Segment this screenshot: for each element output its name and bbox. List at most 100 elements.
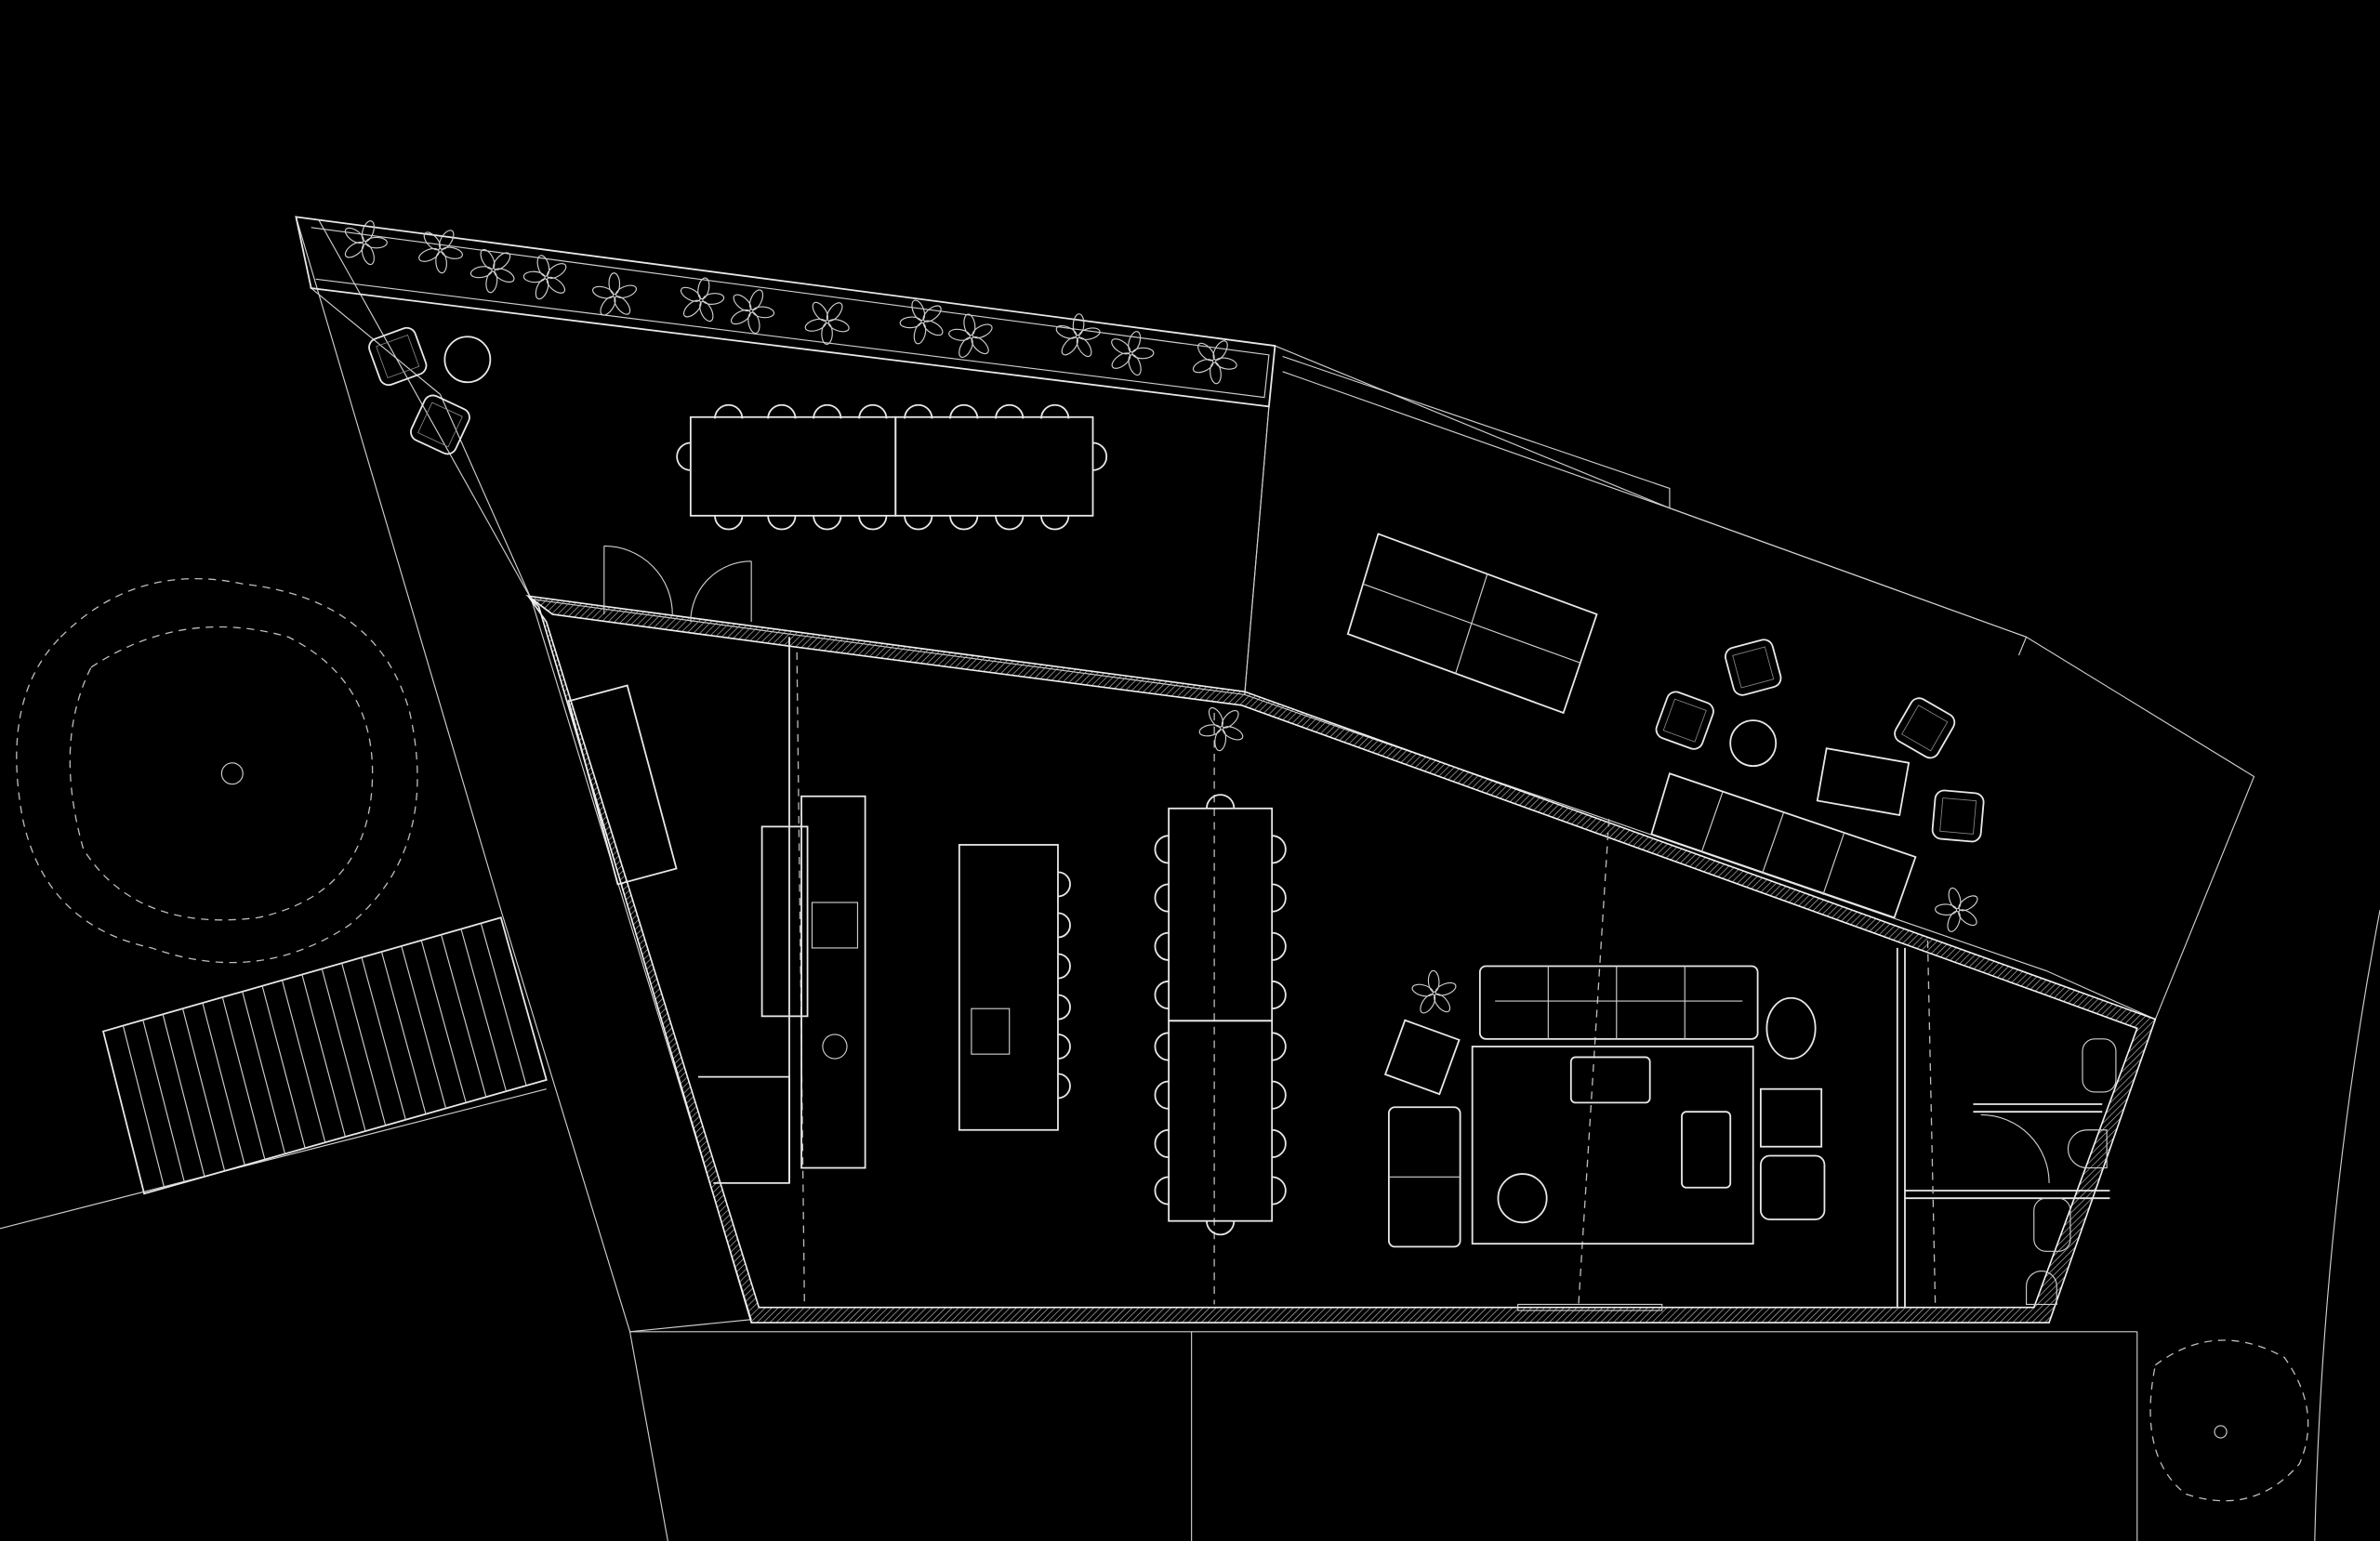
plant-leaf xyxy=(682,299,702,318)
island-stool xyxy=(1057,953,1071,980)
plant-icon xyxy=(1411,969,1457,1014)
chair-weave xyxy=(376,334,420,379)
plant-leaf xyxy=(697,277,710,300)
plant-leaf xyxy=(804,318,826,332)
stair-tread xyxy=(182,1008,226,1171)
plant-leaf xyxy=(1078,327,1101,340)
outdoor-table-1 xyxy=(689,415,897,517)
outdoor-chair xyxy=(1040,403,1070,419)
plant-leaf xyxy=(547,263,567,279)
outdoor-table-2 xyxy=(894,415,1094,517)
living-sofa xyxy=(1478,965,1759,1040)
dining-chair xyxy=(1272,883,1287,913)
stair-tread xyxy=(401,945,447,1109)
plant-leaf xyxy=(494,268,515,283)
plant-icon xyxy=(1198,706,1244,752)
plant-leaf xyxy=(361,243,375,266)
plant-leaf xyxy=(546,276,566,294)
plant-leaf xyxy=(913,322,927,345)
lounge-chair xyxy=(410,394,470,455)
dining-chair xyxy=(1272,1128,1287,1159)
plant-leaf xyxy=(608,272,621,296)
plant-leaf xyxy=(963,313,976,336)
plant-leaf xyxy=(1128,331,1142,353)
outdoor-chair xyxy=(1092,441,1108,471)
side-table xyxy=(1765,996,1817,1060)
plant-leaf xyxy=(1210,362,1222,385)
outdoor-chair xyxy=(767,403,797,419)
dining-chair xyxy=(1206,1220,1236,1236)
structural-grid-lines xyxy=(796,652,1937,1305)
plant-leaf xyxy=(748,289,764,310)
plant-leaf xyxy=(959,336,973,358)
chair-weave xyxy=(417,402,463,448)
plant-icon xyxy=(948,313,993,358)
doors xyxy=(603,545,2050,1183)
outdoor-chair xyxy=(949,515,979,531)
plant-leaf xyxy=(1055,325,1078,339)
dining-table xyxy=(1168,807,1274,1222)
plant-leaf xyxy=(1198,724,1222,737)
stair-tread xyxy=(341,963,387,1126)
chair-seat xyxy=(368,326,428,387)
plant-leaf xyxy=(600,296,616,316)
plant-leaf xyxy=(1214,729,1227,752)
stair-tread xyxy=(420,940,467,1103)
bench xyxy=(567,684,678,886)
plant-leaf xyxy=(1435,981,1457,996)
stair-tread xyxy=(221,996,266,1160)
island-stool xyxy=(1057,912,1071,939)
outdoor-chair xyxy=(813,403,842,419)
plant-leaf xyxy=(1420,994,1436,1014)
woven-chair xyxy=(1759,1154,1826,1220)
plant-leaf xyxy=(438,230,455,250)
dining-chair xyxy=(1272,835,1287,864)
chair-weave xyxy=(1732,646,1775,689)
plant-icon xyxy=(344,220,388,266)
plant-icon xyxy=(1111,331,1155,376)
plant-leaf xyxy=(1111,338,1131,355)
exterior-stair xyxy=(101,916,548,1195)
tree-small xyxy=(2149,1339,2309,1502)
lounge-chair xyxy=(1655,691,1714,750)
outdoor-chair xyxy=(995,403,1025,419)
plant-leaf xyxy=(1935,903,1958,915)
plant-leaf xyxy=(1948,887,1962,910)
outdoor-chair xyxy=(949,403,979,419)
armchair xyxy=(1383,1019,1461,1096)
terrace-east xyxy=(1244,345,2255,1021)
interior-partitions xyxy=(698,637,2110,1308)
dining-chair xyxy=(1154,883,1170,913)
tv-console xyxy=(1517,1303,1663,1311)
plant-leaf xyxy=(364,236,388,249)
plant-leaf xyxy=(1192,359,1214,374)
dining-chair xyxy=(1272,1032,1287,1061)
island-stool xyxy=(1057,994,1071,1021)
plant-leaf xyxy=(615,284,637,298)
plant-leaf xyxy=(730,309,751,325)
plant-leaf xyxy=(812,301,828,322)
lounge-chair xyxy=(1931,789,1985,843)
island-stool xyxy=(1057,1073,1071,1100)
lounge-chair xyxy=(1725,639,1782,696)
plant-leaf xyxy=(911,299,926,322)
lounge-chair xyxy=(368,326,428,387)
plant-leaf xyxy=(423,231,442,251)
coffee-table-1 xyxy=(1569,1056,1651,1104)
chair-seat xyxy=(1725,639,1782,696)
stair-tread xyxy=(162,1014,205,1178)
plant-leaf xyxy=(826,302,843,322)
tree-large xyxy=(16,578,418,964)
stair-tread xyxy=(281,980,326,1143)
outdoor-chair xyxy=(714,515,744,531)
terrace-edge-lines xyxy=(1282,355,1671,509)
plant-leaf xyxy=(418,247,440,262)
rug xyxy=(1471,1046,1754,1245)
outdoor-chair xyxy=(904,515,933,531)
plant-leaf xyxy=(1215,357,1237,370)
plant-leaf xyxy=(1208,706,1223,728)
plant-icon xyxy=(804,301,850,346)
plant-leaf xyxy=(733,294,752,312)
plant-leaf xyxy=(361,220,375,243)
dining-chair xyxy=(1272,980,1287,1010)
